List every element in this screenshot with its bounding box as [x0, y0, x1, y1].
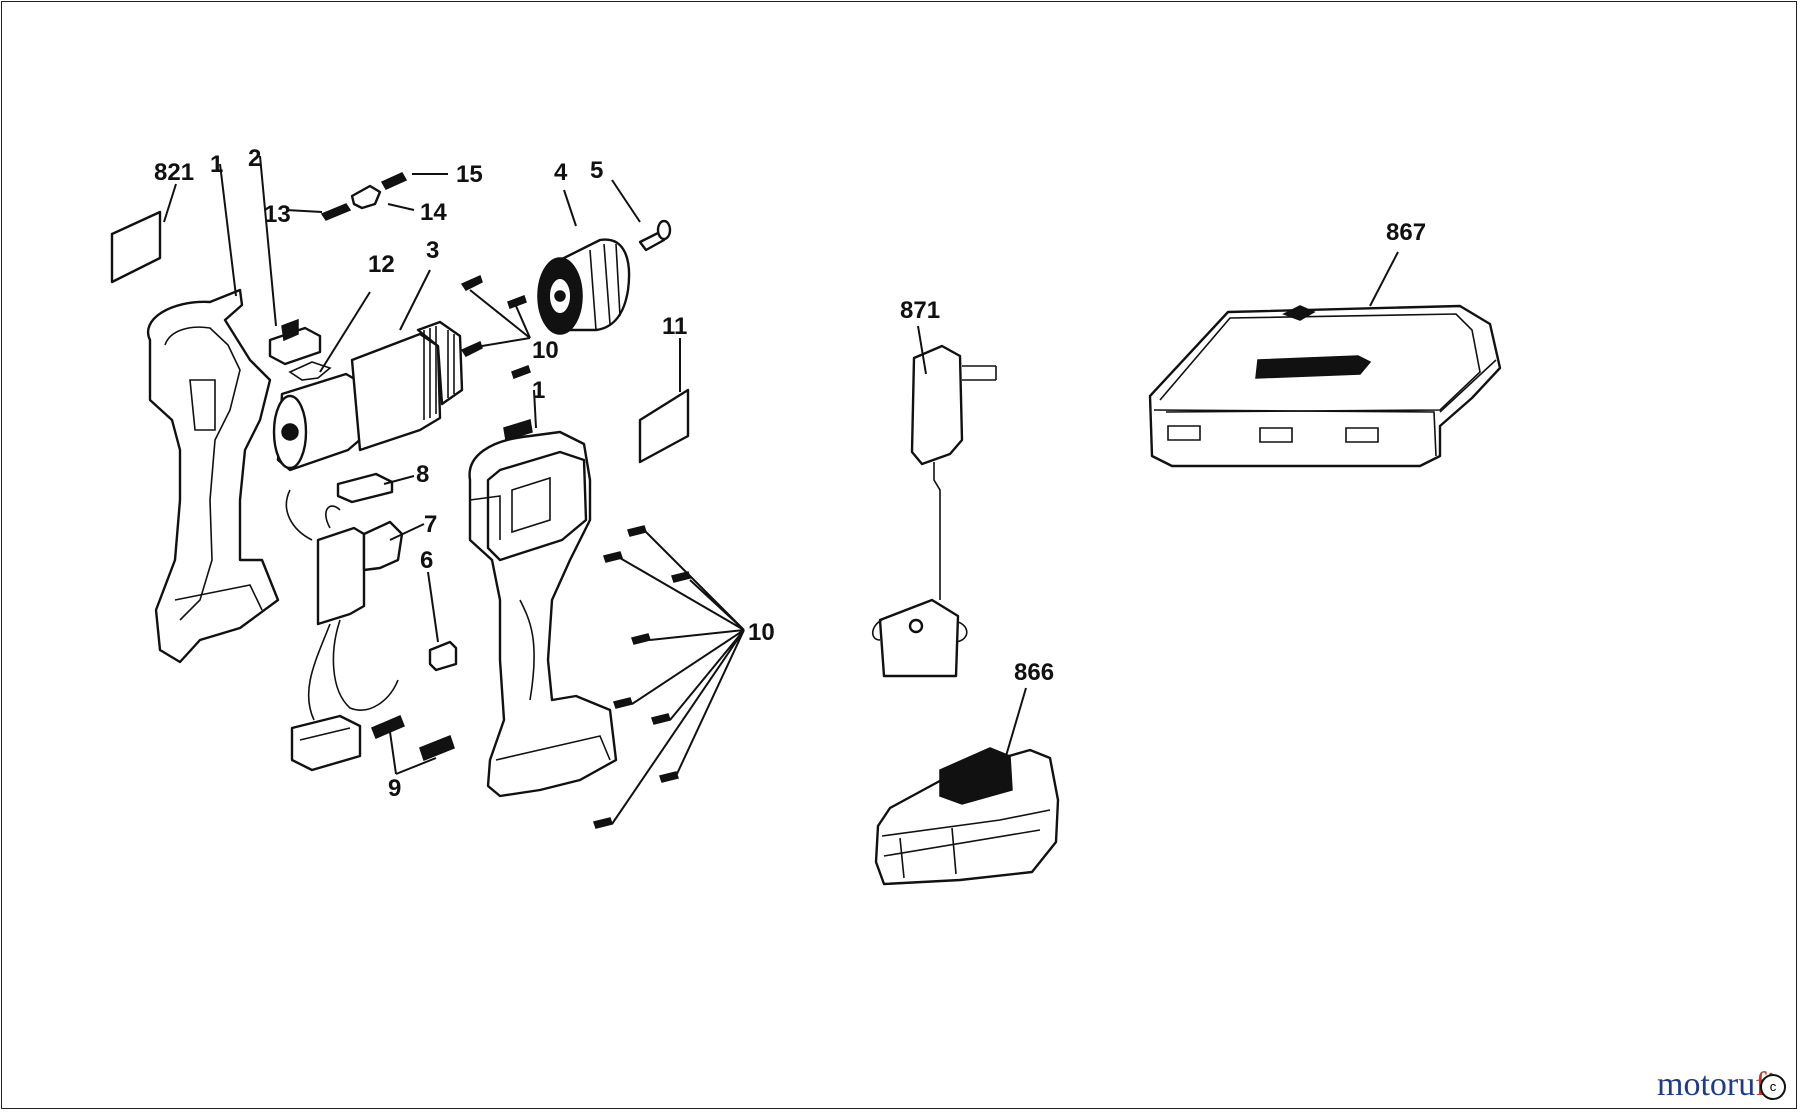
watermark-text-a: motoru	[1657, 1066, 1756, 1103]
part-1-housing-right	[468, 419, 618, 798]
label-1-left: 1	[210, 151, 223, 178]
part-13-spring	[320, 203, 352, 221]
label-14: 14	[420, 199, 447, 226]
part-871-charger	[871, 344, 997, 678]
part-10-screws-upper	[460, 274, 531, 379]
part-867-carry-case	[1148, 304, 1502, 468]
label-10-upper: 10	[532, 337, 559, 364]
part-821-label-plate	[110, 210, 162, 284]
part-3-motor-gearbox	[272, 320, 464, 472]
copyright-mark: c	[1760, 1074, 1786, 1100]
part-12-clip	[288, 361, 332, 381]
leader-lines	[163, 155, 1399, 825]
label-867: 867	[1386, 219, 1426, 246]
part-15-spring	[380, 172, 408, 190]
part-866-battery	[874, 747, 1060, 886]
part-8-pad	[336, 472, 394, 504]
label-7: 7	[424, 511, 437, 538]
label-1-right: 1	[532, 377, 545, 404]
label-10-lower: 10	[748, 619, 775, 646]
label-871: 871	[900, 297, 940, 324]
label-5: 5	[590, 157, 603, 184]
part-labels: 821 1 2 13 15 14 4 5 12 3 10 11 1 8 7 6 …	[154, 145, 1426, 802]
part-5-chuck-screw	[638, 219, 672, 252]
part-9-springs	[371, 715, 455, 761]
part-6-connector	[428, 640, 458, 672]
label-866: 866	[1014, 659, 1054, 686]
label-13: 13	[264, 201, 291, 228]
part-2-switch	[268, 318, 322, 366]
label-11: 11	[662, 313, 687, 340]
label-8: 8	[416, 461, 429, 488]
label-4: 4	[554, 159, 568, 186]
label-2: 2	[248, 145, 261, 172]
part-4-chuck	[537, 238, 631, 335]
label-6: 6	[420, 547, 433, 574]
label-9: 9	[388, 775, 401, 802]
part-11-label-plate	[638, 388, 690, 464]
label-12: 12	[368, 251, 395, 278]
part-1-housing-left	[146, 288, 280, 664]
part-10-screws-lower	[593, 525, 691, 829]
label-15: 15	[456, 161, 483, 188]
part-14-lever	[350, 184, 382, 210]
part-7-switch-assembly	[285, 489, 404, 772]
label-821: 821	[154, 159, 194, 186]
label-3: 3	[426, 237, 439, 264]
watermark: motorufi	[1657, 1066, 1776, 1104]
